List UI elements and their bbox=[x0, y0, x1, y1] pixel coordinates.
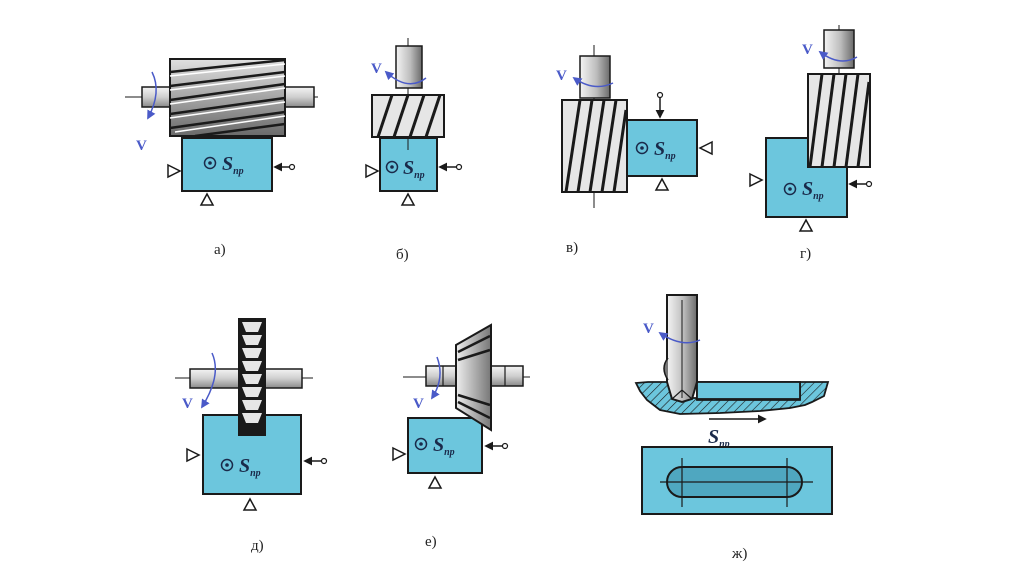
spindle bbox=[823, 29, 855, 69]
rotation-arrow-icon bbox=[147, 71, 157, 120]
velocity-label: V bbox=[802, 42, 813, 58]
worktable bbox=[765, 137, 848, 218]
end-mill bbox=[663, 294, 698, 404]
feed-marker-icon bbox=[220, 458, 234, 472]
spindle bbox=[579, 55, 611, 99]
rotation-arrow-icon bbox=[658, 331, 701, 344]
feed-label: Sпр bbox=[802, 178, 824, 202]
feed-marker-icon bbox=[385, 160, 399, 174]
support-bottom-icon bbox=[427, 475, 443, 489]
panel-b: V Sпр bbox=[365, 38, 463, 206]
panel-e: V Sпр bbox=[392, 323, 530, 489]
support-bottom-icon bbox=[199, 192, 215, 206]
disk-gear-cutter bbox=[238, 318, 266, 436]
feed-label: Sпр bbox=[403, 157, 425, 181]
conical-angle-cutter bbox=[455, 323, 492, 432]
rotation-arrow-icon bbox=[201, 352, 217, 409]
support-left-icon bbox=[186, 447, 201, 463]
feed-label: Sпр bbox=[708, 426, 730, 450]
feed-label: Sпр bbox=[222, 153, 244, 177]
worktable bbox=[181, 137, 273, 192]
helical-cylindrical-cutter bbox=[169, 58, 286, 138]
worktable bbox=[626, 119, 698, 177]
rotation-arrow-icon bbox=[818, 50, 858, 62]
panel-a: V Sпр bbox=[125, 58, 318, 206]
support-right-icon bbox=[698, 140, 713, 156]
caption-e: е) bbox=[425, 534, 437, 550]
support-bottom-icon bbox=[798, 218, 814, 232]
worktable bbox=[407, 417, 483, 474]
feed-marker-icon bbox=[783, 182, 797, 196]
arbor-left bbox=[141, 86, 173, 108]
rotation-arrow-icon bbox=[384, 70, 427, 85]
velocity-label: V bbox=[556, 68, 567, 84]
rotation-arrow-icon bbox=[431, 356, 441, 400]
caption-zh: ж) bbox=[732, 546, 748, 562]
panel-v: V Sпр bbox=[556, 45, 713, 208]
caption-b: б) bbox=[396, 247, 409, 263]
velocity-label: V bbox=[136, 138, 147, 154]
rotation-arrow-icon bbox=[572, 76, 614, 88]
panel-d: V Sпр bbox=[175, 318, 328, 511]
helical-end-cutter bbox=[371, 94, 445, 138]
velocity-label: V bbox=[413, 396, 424, 412]
helical-end-cutter bbox=[807, 73, 871, 168]
caption-d: д) bbox=[251, 538, 264, 554]
velocity-label: V bbox=[643, 321, 654, 337]
panel-g: V Sпр bbox=[749, 25, 873, 232]
slot-section bbox=[696, 381, 801, 400]
feed-label: Sпр bbox=[433, 434, 455, 458]
feed-label: Sпр bbox=[239, 455, 261, 479]
caption-v: в) bbox=[566, 240, 579, 256]
support-bottom-icon bbox=[242, 497, 258, 511]
support-left-icon bbox=[167, 163, 182, 179]
velocity-label: V bbox=[371, 61, 382, 77]
feed-marker-icon bbox=[414, 437, 428, 451]
caption-g: г) bbox=[800, 246, 812, 262]
panel-zh: V Sпр bbox=[634, 294, 833, 515]
support-left-icon bbox=[749, 172, 764, 188]
feed-label: Sпр bbox=[654, 138, 676, 162]
support-left-icon bbox=[392, 446, 407, 462]
arbor-right bbox=[283, 86, 315, 108]
caption-a: а) bbox=[214, 242, 226, 258]
velocity-label: V bbox=[182, 396, 193, 412]
feed-marker-icon bbox=[203, 156, 217, 170]
feed-marker-icon bbox=[635, 141, 649, 155]
support-left-icon bbox=[365, 163, 380, 179]
support-bottom-icon bbox=[400, 192, 416, 206]
helical-end-cutter bbox=[561, 99, 628, 193]
support-bottom-icon bbox=[654, 177, 670, 191]
